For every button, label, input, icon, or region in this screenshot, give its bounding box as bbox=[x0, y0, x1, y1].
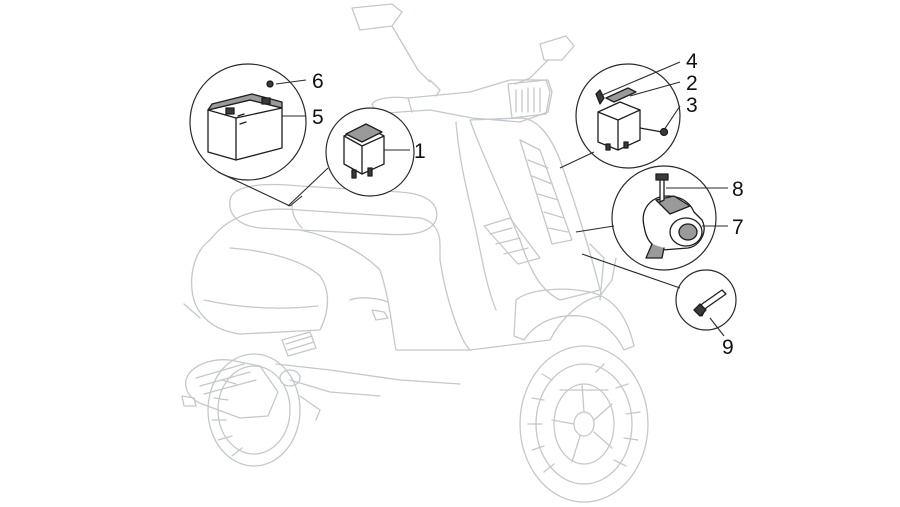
right-mirror bbox=[514, 35, 575, 85]
number-leaders bbox=[275, 61, 728, 337]
callout-6: 6 bbox=[312, 70, 324, 93]
front-fender bbox=[513, 288, 635, 351]
horn-part bbox=[642, 195, 705, 259]
callout-3: 3 bbox=[686, 94, 698, 117]
rear-wheel bbox=[207, 353, 301, 467]
battery-part bbox=[207, 93, 283, 161]
relay-part bbox=[343, 123, 385, 179]
body-panel bbox=[209, 208, 601, 351]
seat bbox=[229, 183, 438, 236]
scooter-illustration bbox=[181, 3, 649, 503]
front-wheel bbox=[519, 345, 649, 503]
battery-terminal-screw bbox=[266, 80, 274, 88]
screw-part bbox=[693, 289, 727, 317]
callout-9: 9 bbox=[722, 336, 734, 359]
horn-bolt-part bbox=[655, 173, 669, 203]
screw-detail-bubble bbox=[675, 269, 737, 331]
handlebar bbox=[371, 79, 553, 123]
callout-4: 4 bbox=[686, 50, 698, 73]
exhaust bbox=[185, 359, 279, 419]
rear-cowl bbox=[190, 239, 329, 335]
callout-numbers: 1 2 3 4 5 6 7 8 9 bbox=[312, 50, 744, 359]
regulator-part bbox=[595, 87, 669, 151]
callout-7: 7 bbox=[732, 216, 744, 239]
left-mirror bbox=[351, 3, 431, 83]
callout-2: 2 bbox=[686, 72, 698, 95]
callout-5: 5 bbox=[312, 106, 324, 129]
callout-1: 1 bbox=[414, 140, 426, 163]
headlight-housing bbox=[507, 79, 551, 119]
callout-8: 8 bbox=[732, 178, 744, 201]
leg-shield bbox=[469, 117, 601, 301]
